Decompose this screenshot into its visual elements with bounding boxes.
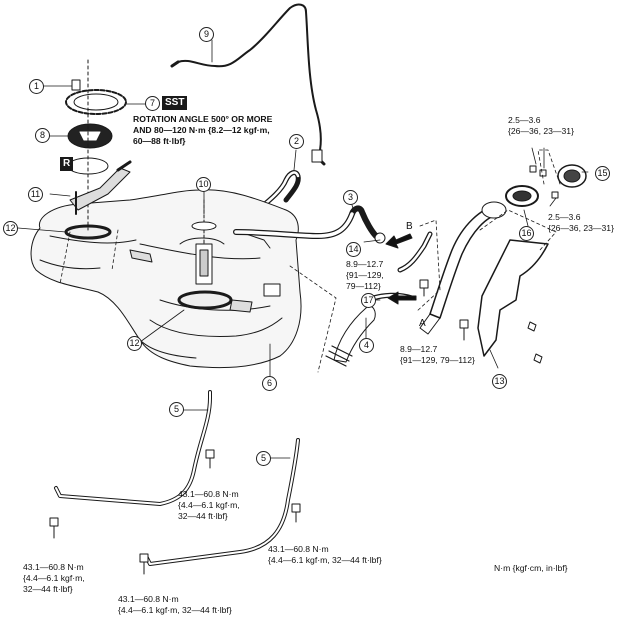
callout-7: 7 [145,96,160,111]
callout-5-left: 5 [169,402,184,417]
filler-pipe [419,201,507,335]
torque-center-line-2: {4.4—6.1 kgf·m, 32—44 ft·lbf} [268,555,382,565]
protector-panel [477,239,549,357]
fuel-filler-cap [557,164,587,188]
callout-11: 11 [28,187,43,202]
torque-bottom-line-1: 43.1—60.8 N·m [118,594,179,604]
units-legend: N·m {kgf·cm, in·lbf} [494,563,568,573]
callout-12-upper: 12 [3,221,18,236]
fuel-gauge-unit [191,199,217,285]
callout-16: 16 [519,226,534,241]
callout-12-lower: 12 [127,336,142,351]
callout-15: 15 [595,166,610,181]
callout-17: 17 [361,293,376,308]
torque-14-line-3: 79—112} [346,281,381,291]
evap-pipe [177,3,322,159]
torque-mid-line-1: 43.1—60.8 N·m [178,489,239,499]
fuel-tank [30,189,302,368]
torque-bolt-line-1: 8.9—12.7 [400,344,438,354]
sst-note-line-3: 60—88 ft·lbf} [133,136,186,146]
torque-right-line-1: 2.5—3.6 [548,212,581,222]
torque-mid-line-3: 32—44 ft·lbf} [178,511,228,521]
torque-left-line-1: 43.1—60.8 N·m [23,562,84,572]
torque-left-line-3: 32—44 ft·lbf} [23,584,73,594]
torque-14-line-2: {91—129, [346,270,384,280]
torque-center-line-1: 43.1—60.8 N·m [268,544,329,554]
callout-4: 4 [359,338,374,353]
torque-right-line-2: {26—36, 23—31} [548,223,614,233]
torque-14-line-1: 8.9—12.7 [346,259,384,269]
pump-assembly-stack [65,59,127,231]
callout-3: 3 [343,190,358,205]
guide-lines [59,149,561,373]
sst-note-line-2: AND 80—120 N·m {8.2—12 kgf·m, [133,125,270,135]
arrow-a [387,291,417,305]
tank-strap-right [144,438,300,566]
gauge-ring-lower [177,290,233,310]
arrow-label-a: A [419,318,426,329]
sst-note-line-1: ROTATION ANGLE 500° OR MORE [133,114,273,124]
callout-13: 13 [492,374,507,389]
arrow-b [385,233,413,249]
callout-14: 14 [346,242,361,257]
replace-tag: R [60,157,74,171]
sst-tag: SST [162,96,188,110]
torque-mid-line-2: {4.4—6.1 kgf·m, [178,500,240,510]
torque-top-line-2: {26—36, 23—31} [508,126,574,136]
callout-10: 10 [196,177,211,192]
callout-8: 8 [35,128,50,143]
torque-left-line-2: {4.4—6.1 kgf·m, [23,573,85,583]
torque-bottom-line-2: {4.4—6.1 kgf·m, 32—44 ft·lbf} [118,605,232,615]
level-sender [69,160,132,215]
filler-inlet-box [505,185,539,207]
torque-top-line-1: 2.5—3.6 [508,115,541,125]
callout-5-right: 5 [256,451,271,466]
leader-lines [17,39,589,459]
callout-6: 6 [262,376,277,391]
tank-strap-left [54,390,212,506]
fuel-filler-hose [325,305,376,367]
callout-2: 2 [289,134,304,149]
callout-1: 1 [29,79,44,94]
torque-bolt-line-2: {91—129, 79—112} [400,355,475,365]
callout-9: 9 [199,27,214,42]
bolts [49,165,559,575]
arrow-label-b: B [406,221,413,232]
